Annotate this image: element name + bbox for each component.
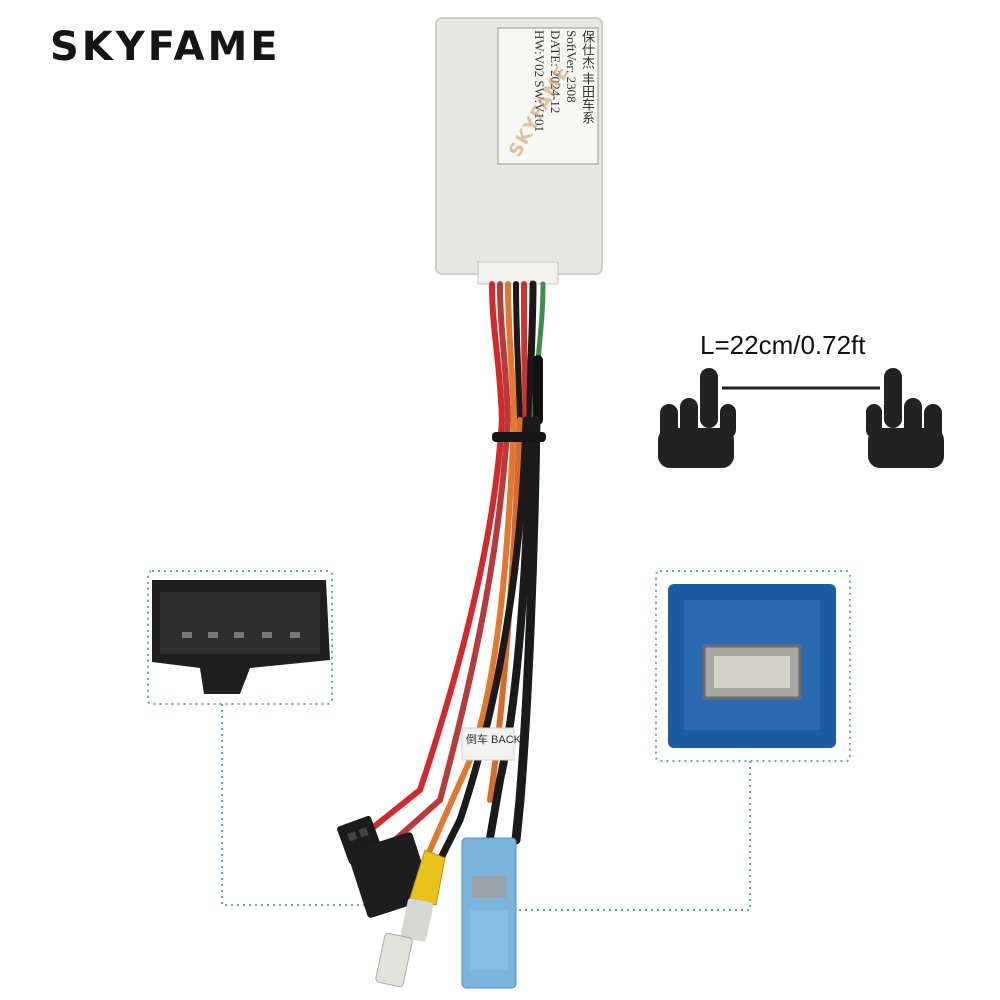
right-callout-line — [500, 761, 751, 911]
cable-tie — [492, 432, 546, 442]
callout-lines — [147, 570, 851, 911]
light-blue-plug — [461, 837, 517, 989]
wire-bundle — [367, 280, 546, 884]
back-label-tag — [461, 727, 515, 761]
right-hand-pointer-icon — [866, 368, 944, 468]
module-line-3: DATE: 2024-12 — [548, 30, 563, 114]
back-tag-text: 倒车 BACK — [466, 734, 522, 746]
left-black-connector-detail — [152, 580, 330, 694]
right-callout-frame — [655, 570, 851, 762]
length-indicator — [658, 368, 944, 468]
left-callout-line — [221, 704, 400, 906]
right-blue-connector-detail — [668, 584, 836, 748]
module-label: 保仕杰 丰田车系 SoftVer: 2308 DATE: 2024-12 HW:… — [500, 30, 595, 160]
interface-module-box — [435, 17, 603, 285]
brand-logo: SKYFAME — [50, 24, 281, 70]
module-line-2: SoftVer: 2308 — [564, 30, 579, 103]
left-hand-pointer-icon — [658, 368, 736, 468]
module-line-1: 保仕杰 丰田车系 — [580, 30, 595, 125]
cable-length-label: L=22cm/0.72ft — [700, 330, 866, 360]
yellow-rca-connector — [375, 849, 446, 988]
module-line-4: HW:V02 SW:V101 — [532, 30, 547, 132]
